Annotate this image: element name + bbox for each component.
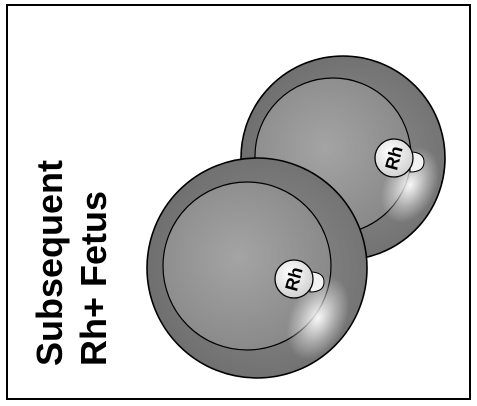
rh-antigen-back: Rh bbox=[374, 138, 425, 178]
rbc-cell-front: Rh bbox=[146, 157, 368, 379]
rh-antigen-front: Rh bbox=[274, 259, 325, 299]
